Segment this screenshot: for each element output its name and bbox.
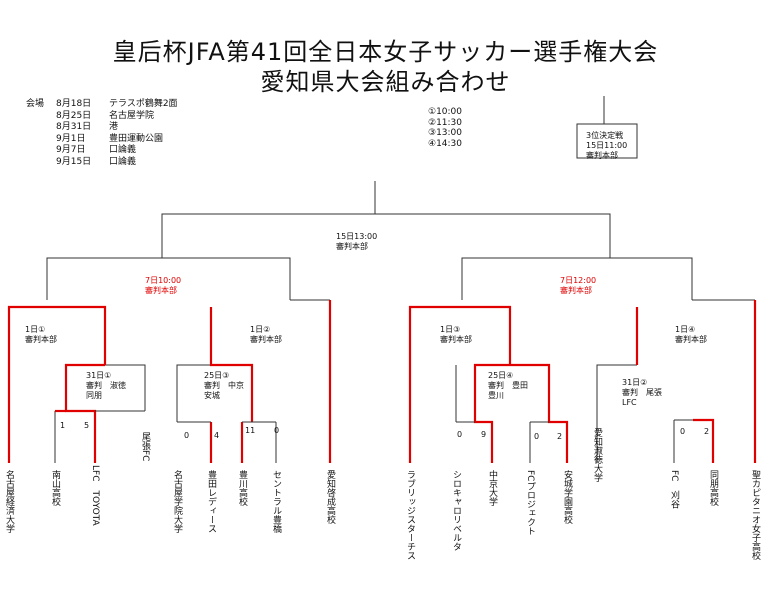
match-time: 31日① xyxy=(86,371,112,380)
semi-right-info: 7日12:00 審判本部 xyxy=(560,276,596,296)
score: 11 xyxy=(245,426,256,435)
first-round-info: 25日④ 審判 豊田 豊川 xyxy=(488,371,528,401)
match-referee: 審判 豊田 xyxy=(488,381,528,390)
team-name: FC 刈谷 xyxy=(669,470,679,509)
kickoff-time: ①10:00 xyxy=(428,107,463,117)
schedule-date: 9月15日 xyxy=(56,156,92,167)
quarter-time: 1日③ xyxy=(440,325,461,334)
semi-time: 7日12:00 xyxy=(560,276,597,285)
schedule-date: 9月1日 xyxy=(56,133,86,144)
team-name: 尾張FC xyxy=(140,432,150,462)
schedule-place: テラスポ鶴舞2面 xyxy=(109,99,178,109)
score: 0 xyxy=(457,430,463,439)
score: 0 xyxy=(184,431,190,440)
schedule-date: 8月31日 xyxy=(56,122,92,132)
match-time: 25日③ xyxy=(204,371,230,380)
match-time: 31日② xyxy=(622,378,648,387)
page-subtitle: 愛知県大会組み合わせ xyxy=(260,68,511,96)
third-place-host: 審判本部 xyxy=(586,151,618,160)
quarter-info: 1日③ 審判本部 xyxy=(440,325,472,345)
first-round-info: 31日① 審判 淑徳 同朋 xyxy=(86,371,126,401)
quarter-info: 1日① 審判本部 xyxy=(25,325,57,345)
schedule-place: 口論義 xyxy=(109,145,137,155)
schedule-date: 8月25日 xyxy=(56,110,92,121)
final-info: 15日13:00 審判本部 xyxy=(336,232,377,252)
first-round-info: 31日② 審判 尾張 LFC xyxy=(622,378,662,408)
schedule-place: 口論義 xyxy=(109,156,137,167)
score: 1 xyxy=(60,421,66,430)
match-referee-sub: 同朋 xyxy=(86,391,102,400)
team-name: 豊川高校 xyxy=(237,470,247,506)
score: 4 xyxy=(214,431,220,440)
team-name: セントラル豊橋 xyxy=(271,470,281,533)
first-round-info: 25日③ 審判 中京 安城 xyxy=(204,371,244,401)
score: 0 xyxy=(534,432,540,441)
quarter-host: 審判本部 xyxy=(675,335,707,344)
schedule-place: 港 xyxy=(109,122,119,132)
team-name: FCプロジェクト xyxy=(525,470,535,536)
quarter-host: 審判本部 xyxy=(250,335,282,344)
team-name: 同朋高校 xyxy=(708,470,718,506)
kickoff-time: ②11:30 xyxy=(428,117,463,128)
score: 5 xyxy=(84,421,90,430)
quarter-info: 1日② 審判本部 xyxy=(250,325,282,345)
team-name: 豊田レディース xyxy=(206,470,216,533)
team-name: 南山高校 xyxy=(50,470,60,506)
score: 2 xyxy=(557,432,563,441)
schedule-place: 豊田運動公園 xyxy=(109,133,164,144)
score: 2 xyxy=(704,427,710,436)
team-name: 中京大学 xyxy=(487,470,497,506)
semi-time: 7日10:00 xyxy=(145,276,182,285)
page-title: 皇后杯JFA第41回全日本女子サッカー選手権大会 xyxy=(112,38,659,66)
match-referee: 審判 尾張 xyxy=(622,388,662,397)
venue-label: 会場 xyxy=(26,99,45,109)
match-referee: 審判 中京 xyxy=(204,381,244,390)
match-time: 25日④ xyxy=(488,371,514,380)
team-name: シロキャロリベルタ xyxy=(451,470,461,551)
final-time: 15日13:00 xyxy=(336,232,378,241)
match-referee-sub: 安城 xyxy=(204,391,220,400)
kickoff-time: ④14:30 xyxy=(428,138,463,149)
third-place-time: 15日11:00 xyxy=(586,141,628,150)
team-name: 名古屋経済大学 xyxy=(4,470,14,533)
score: 9 xyxy=(481,430,487,439)
kickoff-time: ③13:00 xyxy=(428,128,463,138)
team-name: 愛知淑徳大学 xyxy=(592,428,602,482)
team-name: 聖カピタニオ女子高校 xyxy=(750,470,760,560)
quarter-time: 1日④ xyxy=(675,325,696,334)
team-name: 安城学園高校 xyxy=(562,470,572,524)
quarter-time: 1日① xyxy=(25,325,46,334)
team-name: LFC TOYOTA xyxy=(90,465,100,526)
venue-schedule: 会場 8月18日 テラスポ鶴舞2面 8月25日 名古屋学院 8月31日 港 9月1日 豊田… xyxy=(26,99,178,168)
schedule-date: 8月18日 xyxy=(56,99,92,109)
schedule-date: 9月7日 xyxy=(56,145,86,155)
quarter-host: 審判本部 xyxy=(25,335,57,344)
kickoff-times: ①10:00 ②11:30 ③13:00 ④14:30 xyxy=(428,107,462,149)
semi-host: 審判本部 xyxy=(145,286,177,295)
final-host: 審判本部 xyxy=(336,242,368,251)
team-name: 名古屋学院大学 xyxy=(172,470,182,533)
team-name: ラブリッジスターチス xyxy=(405,470,415,560)
score: 0 xyxy=(680,427,686,436)
semi-host: 審判本部 xyxy=(560,286,592,295)
third-place-title: 3位決定戦 xyxy=(586,131,624,140)
quarter-host: 審判本部 xyxy=(440,335,472,344)
quarter-info: 1日④ 審判本部 xyxy=(675,325,707,345)
semi-left-info: 7日10:00 審判本部 xyxy=(145,276,181,296)
score: 0 xyxy=(274,426,280,435)
third-place-info: 3位決定戦 15日11:00 審判本部 xyxy=(586,131,627,161)
team-name: 愛知啓成高校 xyxy=(325,470,335,524)
match-referee-sub: LFC xyxy=(622,398,637,407)
match-referee-sub: 豊川 xyxy=(488,391,504,400)
schedule-place: 名古屋学院 xyxy=(109,110,155,121)
match-referee: 審判 淑徳 xyxy=(86,381,126,390)
quarter-time: 1日② xyxy=(250,325,271,334)
